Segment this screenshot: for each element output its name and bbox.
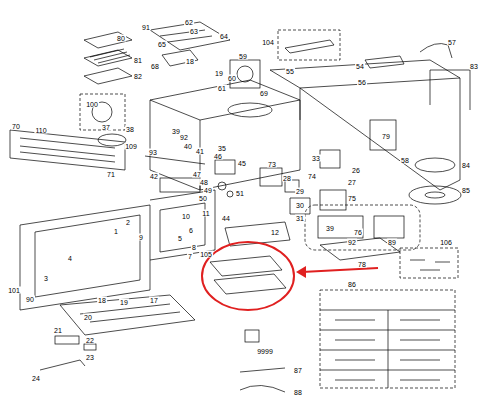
callout-number: 92 <box>347 239 357 246</box>
callout-number: 30 <box>295 202 305 209</box>
callout-number: 47 <box>192 171 202 178</box>
callout-number: 109 <box>124 143 138 150</box>
callout-number: 101 <box>7 287 21 294</box>
callout-number: 54 <box>355 63 365 70</box>
callout-number: 50 <box>198 195 208 202</box>
callout-number: 1 <box>113 228 119 235</box>
callout-number: 8 <box>191 244 197 251</box>
callout-number: 26 <box>351 167 361 174</box>
callout-number: 88 <box>293 389 303 396</box>
callout-number: 62 <box>184 19 194 26</box>
callout-number: 24 <box>31 375 41 382</box>
callout-number: 80 <box>116 35 126 42</box>
callout-number: 89 <box>387 239 397 246</box>
callout-number: 87 <box>293 367 303 374</box>
callout-number: 7 <box>187 253 193 260</box>
callout-number: 17 <box>149 297 159 304</box>
callout-number: 86 <box>347 281 357 288</box>
callout-number: 65 <box>157 41 167 48</box>
callout-number: 68 <box>150 63 160 70</box>
callout-number: 19 <box>119 299 129 306</box>
callout-number: 5 <box>177 235 183 242</box>
callout-number: 33 <box>311 155 321 162</box>
callout-number: 9 <box>138 234 144 241</box>
callout-number: 92 <box>179 134 189 141</box>
callout-number: 104 <box>261 39 275 46</box>
callout-number: 59 <box>238 53 248 60</box>
callout-number: 49 <box>203 187 213 194</box>
callout-number: 37 <box>101 124 111 131</box>
callout-number: 100 <box>85 101 99 108</box>
callout-number: 20 <box>83 314 93 321</box>
callout-number: 38 <box>125 126 135 133</box>
callout-number: 90 <box>25 296 35 303</box>
callout-number: 31 <box>295 215 305 222</box>
callout-number: 56 <box>357 79 367 86</box>
callout-number: 64 <box>219 33 229 40</box>
callout-number: 27 <box>347 179 357 186</box>
callout-number: 74 <box>307 173 317 180</box>
callout-number: 41 <box>195 148 205 155</box>
callout-number: 22 <box>85 337 95 344</box>
callout-number: 57 <box>447 39 457 46</box>
callout-number: 60 <box>227 75 237 82</box>
callout-number: 73 <box>267 161 277 168</box>
callout-number: 58 <box>400 157 410 164</box>
callout-number: 12 <box>270 229 280 236</box>
callout-number: 82 <box>133 73 143 80</box>
callout-number: 18 <box>185 58 195 65</box>
callout-number: 3 <box>43 275 49 282</box>
callout-number: 55 <box>285 68 295 75</box>
callout-number: 11 <box>201 210 210 217</box>
callout-number: 105 <box>199 251 213 258</box>
callout-number: 23 <box>85 354 95 361</box>
callout-number: 93 <box>148 149 158 156</box>
callout-number: 51 <box>235 190 245 197</box>
callout-number: 19 <box>214 70 224 77</box>
callout-number: 81 <box>133 57 143 64</box>
callout-number: 61 <box>217 85 227 92</box>
callout-number: 40 <box>183 143 193 150</box>
callout-number: 45 <box>237 160 247 167</box>
callout-number: 21 <box>53 327 63 334</box>
callout-number: 39 <box>325 225 335 232</box>
callout-number: 2 <box>125 219 131 226</box>
callout-number: 29 <box>295 188 305 195</box>
callout-number: 76 <box>353 229 363 236</box>
callout-number: 44 <box>221 215 231 222</box>
callout-number: 110 <box>34 127 47 134</box>
callout-number: 63 <box>189 28 199 35</box>
callout-number: 18 <box>97 297 107 304</box>
callout-number: 9999 <box>256 348 274 355</box>
callout-number: 69 <box>259 90 269 97</box>
callout-number: 42 <box>149 173 159 180</box>
callout-number: 4 <box>67 255 73 262</box>
callout-number: 6 <box>188 227 194 234</box>
callout-number: 83 <box>469 63 479 70</box>
callout-number: 71 <box>106 171 116 178</box>
callout-number: 106 <box>439 239 453 246</box>
callout-number: 46 <box>213 153 223 160</box>
callout-number: 84 <box>461 162 471 169</box>
callout-number: 70 <box>11 123 21 130</box>
callout-number: 48 <box>199 179 209 186</box>
callout-number: 10 <box>181 213 191 220</box>
callout-number: 35 <box>217 145 227 152</box>
callout-number: 78 <box>357 261 367 268</box>
callout-number: 75 <box>347 195 357 202</box>
callout-number: 85 <box>461 187 471 194</box>
callout-number: 91 <box>141 24 151 31</box>
callout-number: 79 <box>381 133 391 140</box>
callout-number: 28 <box>282 175 292 182</box>
